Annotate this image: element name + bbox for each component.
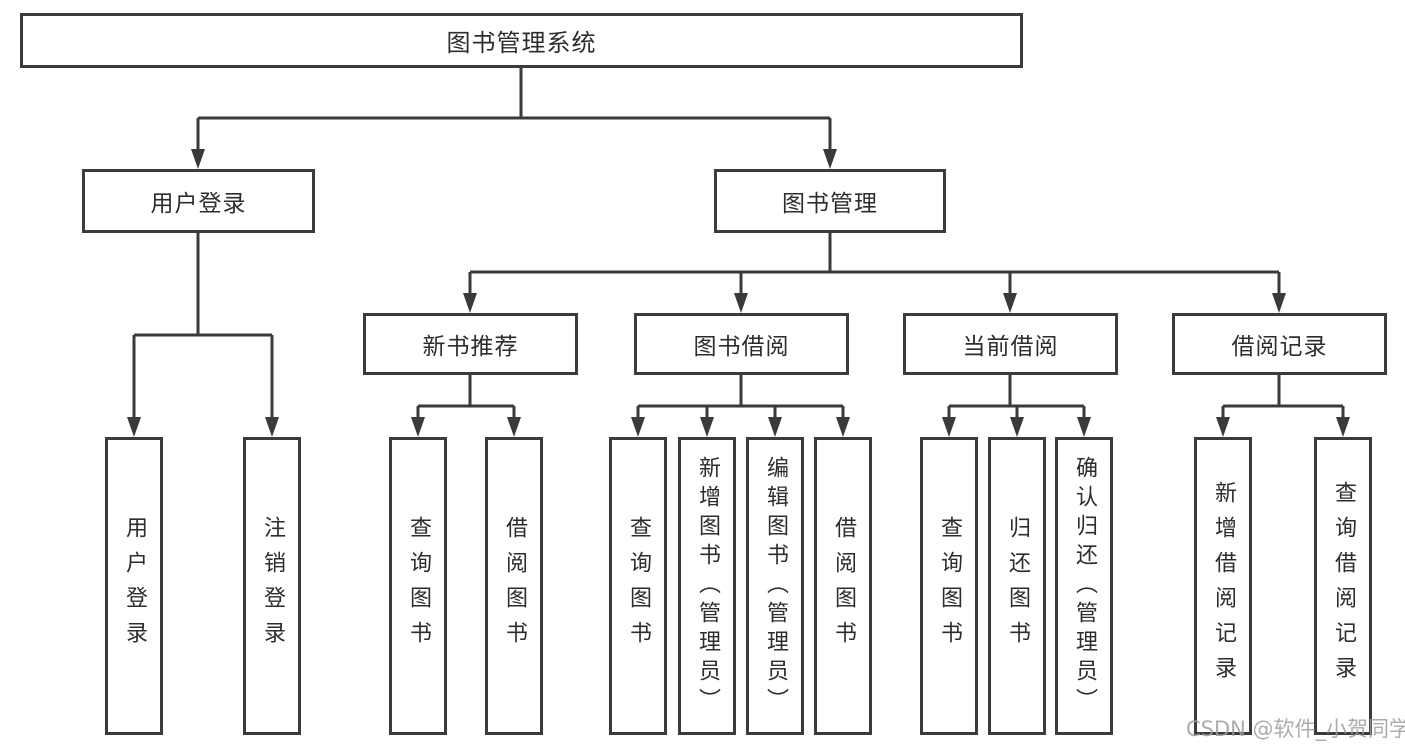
node-root-label: 图书管理系统: [446, 29, 597, 57]
leaf-query-books-current: 查询图书: [920, 437, 978, 735]
node-current-borrowing-label: 当前借阅: [962, 334, 1059, 360]
leaf-query-books-borrowing-label: 查询图书: [626, 516, 651, 656]
leaf-add-book-admin: 新增图书（管理员）: [678, 437, 736, 735]
node-new-book-recommendation-label: 新书推荐: [422, 334, 519, 360]
leaf-logout: 注销登录: [243, 437, 301, 735]
leaf-query-books-recommend: 查询图书: [389, 437, 447, 735]
node-book-management: 图书管理: [714, 169, 946, 233]
node-book-management-label: 图书管理: [782, 191, 878, 217]
watermark: CSDN @软件_小贺同学: [1186, 717, 1405, 741]
node-user-login: 用户登录: [82, 169, 315, 233]
leaf-user-login-label: 用户登录: [122, 516, 147, 656]
leaf-add-borrow-record-label: 新增借阅记录: [1211, 481, 1236, 691]
node-current-borrowing: 当前借阅: [903, 313, 1118, 375]
node-borrowing-records-label: 借阅记录: [1231, 334, 1328, 360]
leaf-borrow-books-borrowing-label: 借阅图书: [831, 516, 856, 656]
leaf-return-books: 归还图书: [988, 437, 1046, 735]
leaf-query-borrow-record-label: 查询借阅记录: [1331, 481, 1356, 691]
leaf-query-borrow-record: 查询借阅记录: [1314, 437, 1372, 735]
leaf-borrow-books-recommend-label: 借阅图书: [502, 516, 527, 656]
node-root: 图书管理系统: [20, 13, 1023, 68]
leaf-confirm-return-admin-label: 确认归还（管理员）: [1072, 455, 1097, 717]
leaf-edit-book-admin-label: 编辑图书（管理员）: [763, 455, 788, 717]
leaf-query-books-current-label: 查询图书: [937, 516, 962, 656]
node-new-book-recommendation: 新书推荐: [363, 313, 578, 375]
leaf-borrow-books-borrowing: 借阅图书: [814, 437, 872, 735]
leaf-add-book-admin-label: 新增图书（管理员）: [695, 455, 720, 717]
leaf-user-login: 用户登录: [105, 437, 163, 735]
node-user-login-label: 用户登录: [150, 191, 247, 217]
node-book-borrowing-label: 图书借阅: [693, 334, 790, 360]
leaf-return-books-label: 归还图书: [1005, 516, 1030, 656]
node-borrowing-records: 借阅记录: [1172, 313, 1387, 375]
leaf-logout-label: 注销登录: [260, 516, 285, 656]
leaf-confirm-return-admin: 确认归还（管理员）: [1055, 437, 1113, 735]
leaf-edit-book-admin: 编辑图书（管理员）: [746, 437, 804, 735]
leaf-add-borrow-record: 新增借阅记录: [1194, 437, 1252, 735]
leaf-query-books-borrowing: 查询图书: [609, 437, 667, 735]
leaf-borrow-books-recommend: 借阅图书: [485, 437, 543, 735]
node-book-borrowing: 图书借阅: [634, 313, 849, 375]
leaf-query-books-recommend-label: 查询图书: [406, 516, 431, 656]
